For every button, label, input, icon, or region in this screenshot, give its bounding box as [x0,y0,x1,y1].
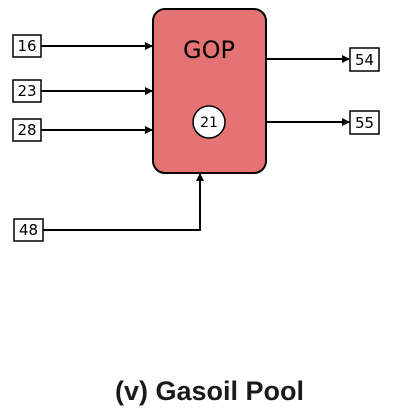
unit-inner-label: 21 [200,115,218,131]
unit-inner-circle [192,105,226,139]
unit-name: GOP [183,36,235,64]
input-stream-label-16: 16 [17,37,36,55]
output-stream-box-54[interactable] [349,47,380,72]
output-stream-box-55[interactable] [349,110,380,135]
diagram-caption: (v) Gasoil Pool [114,376,305,406]
output-stream-label-55: 55 [355,114,374,132]
input-stream-label-28: 28 [17,121,36,139]
input-stream-label-23: 23 [17,82,36,100]
input-stream-label-48: 48 [19,221,38,239]
gop-unit-block[interactable] [152,8,267,174]
input-arrow-48 [43,173,204,231]
output-stream-label-54: 54 [355,51,374,69]
